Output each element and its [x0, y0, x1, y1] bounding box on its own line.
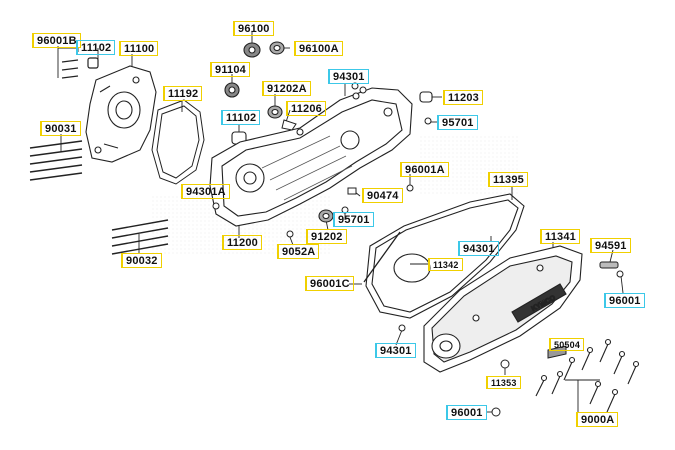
dowel-pins: [61, 57, 99, 79]
part-label-11102: 11102: [76, 40, 116, 55]
part-label-91104: 91104: [210, 62, 250, 77]
part-label-11192: 11192: [163, 86, 203, 101]
part-label-96100: 96100: [233, 21, 274, 36]
part-label-91202A: 91202A: [262, 81, 311, 96]
part-label-50504: 50504: [549, 338, 585, 351]
part-label-11342: 11342: [428, 258, 463, 271]
cover-bolts: [535, 338, 640, 413]
part-label-95701-b: 95701: [333, 212, 374, 227]
part-label-9000A: 9000A: [576, 412, 619, 427]
part-label-11100: 11100: [119, 41, 159, 56]
part-label-90032: 90032: [121, 253, 162, 268]
right-hardware: [398, 261, 624, 417]
part-label-90474: 90474: [362, 188, 403, 203]
part-label-96001-b: 96001: [446, 405, 487, 420]
part-label-95701: 95701: [437, 115, 478, 130]
part-label-11200: 11200: [222, 235, 262, 250]
part-label-11206: 11206: [286, 101, 326, 116]
part-label-11395: 11395: [488, 172, 528, 187]
part-label-94301: 94301: [328, 69, 369, 84]
studs-90032: [111, 219, 169, 255]
part-label-94301-c: 94301: [375, 343, 416, 358]
part-label-96001B: 96001B: [32, 33, 81, 48]
transmission-cover: KYMCO: [423, 245, 583, 373]
part-label-9052A: 9052A: [277, 244, 320, 259]
main-crankcase: [209, 87, 413, 227]
part-label-96001: 96001: [604, 293, 645, 308]
part-label-11353: 11353: [486, 376, 521, 389]
studs-90031: [29, 140, 83, 181]
part-label-91202: 91202: [306, 229, 347, 244]
part-label-11203: 11203: [443, 90, 483, 105]
part-label-94301A: 94301A: [181, 184, 230, 199]
bearings: [224, 41, 433, 223]
part-label-11102-b: 11102: [221, 110, 261, 125]
part-label-94301-b: 94301: [458, 241, 499, 256]
part-label-11341: 11341: [540, 229, 580, 244]
part-label-96001C: 96001C: [305, 276, 354, 291]
gasket: [151, 99, 205, 185]
part-label-90031: 90031: [40, 121, 81, 136]
part-label-94591: 94591: [590, 238, 631, 253]
part-label-96100A: 96100A: [294, 41, 343, 56]
left-crankcase-half: [85, 65, 157, 163]
part-label-96001A: 96001A: [400, 162, 449, 177]
